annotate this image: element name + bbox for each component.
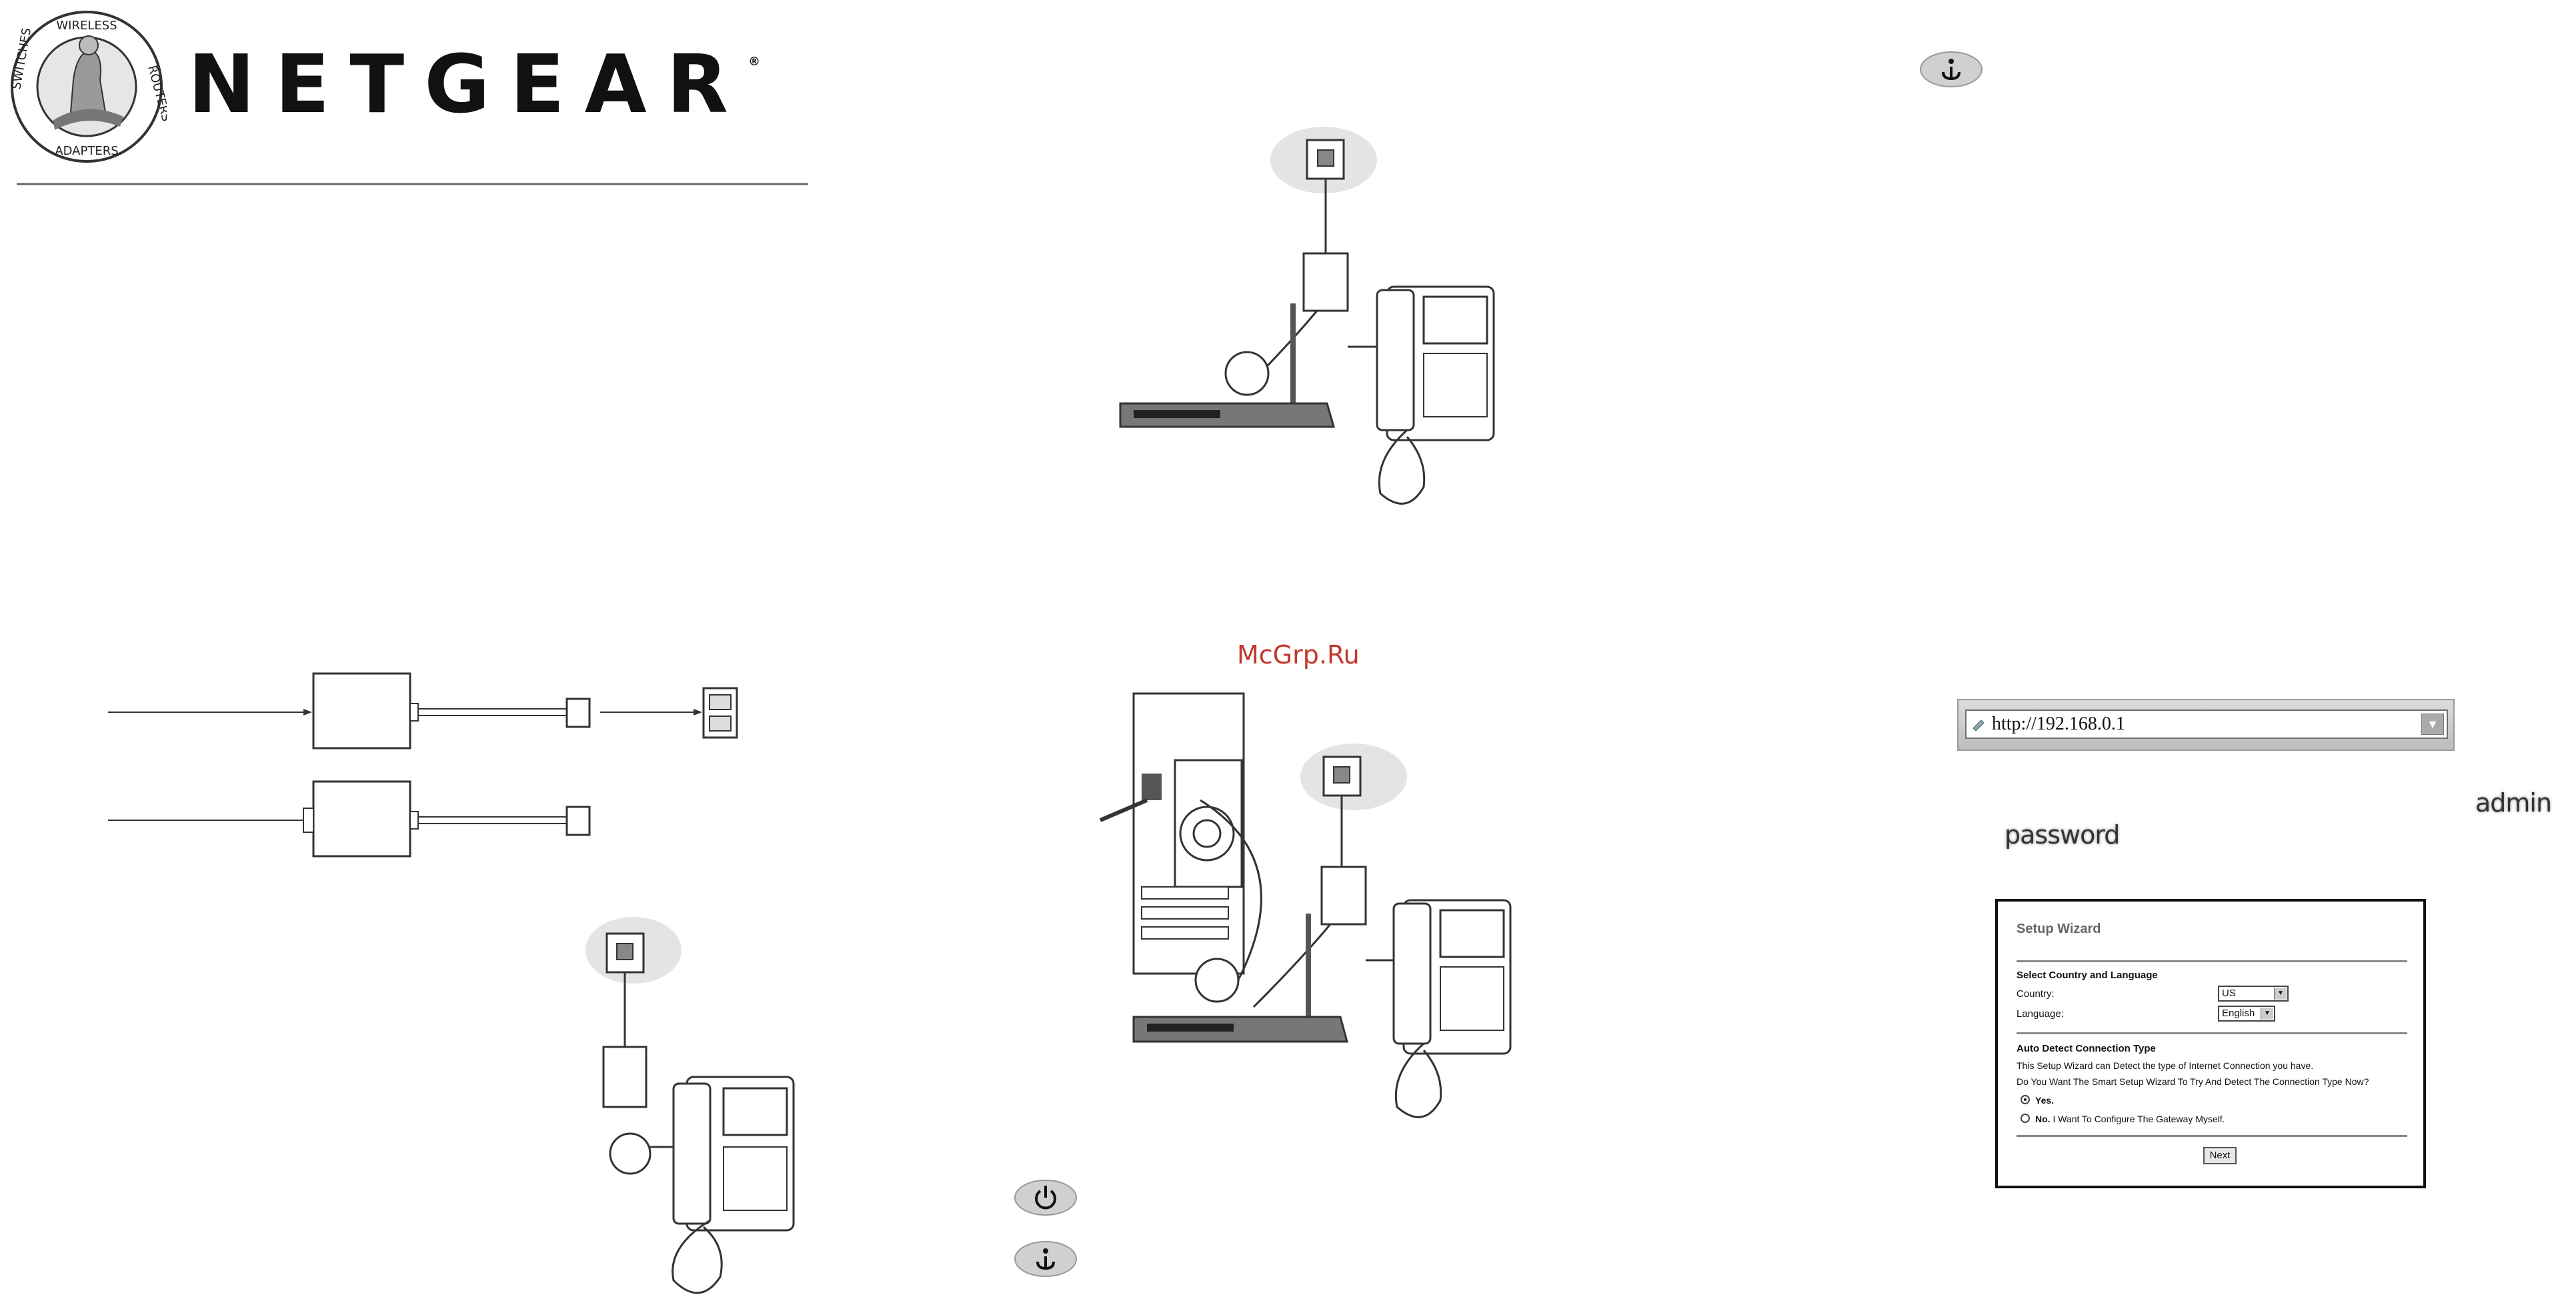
- phone-wall-jack-icon: [605, 932, 645, 974]
- page-icon: [1972, 718, 1985, 732]
- chevron-down-icon: ▼: [2274, 988, 2287, 1000]
- info-icon: [1014, 1240, 1078, 1278]
- filter-diagram-bottom: [108, 780, 591, 858]
- chevron-down-icon: ▼: [2261, 1008, 2273, 1020]
- username-text: admin: [2475, 788, 2552, 818]
- step-circle: [609, 1132, 652, 1175]
- option-no-label: No. I Want To Configure The Gateway Myse…: [2035, 1114, 2225, 1124]
- computer-router-phone-illustration: [1099, 692, 1512, 1118]
- power-icon: [1014, 1179, 1078, 1216]
- option-yes-label: Yes.: [2035, 1095, 2055, 1106]
- chevron-down-icon[interactable]: ▼: [2421, 714, 2444, 735]
- phone-filter-illustration: [585, 917, 795, 1294]
- radio-yes[interactable]: [2021, 1095, 2030, 1104]
- password-text: password: [2005, 820, 2120, 850]
- router-phone-illustration: [1119, 127, 1495, 505]
- filter-diagram-top: [108, 672, 738, 750]
- rj11-plug-icon: [565, 698, 591, 728]
- wizard-desc-1: This Setup Wizard can Detect the type of…: [2017, 1060, 2314, 1071]
- computer-tower-icon: [1099, 692, 1245, 975]
- setup-wizard-panel: Setup Wizard Select Country and Language…: [1995, 899, 2426, 1188]
- netgear-badge-logo: WIRELESS ADAPTERS SWITCHES ROUTERS: [7, 7, 173, 167]
- telephone-icon: [672, 1076, 795, 1294]
- router-icon: [1119, 303, 1335, 428]
- language-value: English: [2222, 1008, 2255, 1019]
- dsl-filter-icon: [312, 672, 411, 750]
- watermark: McGrp.Ru: [1237, 640, 1360, 670]
- brand-wordmark: NETGEAR®: [188, 39, 760, 131]
- language-select[interactable]: English ▼: [2218, 1006, 2275, 1022]
- section-country-language: Select Country and Language: [2017, 970, 2158, 981]
- country-value: US: [2222, 988, 2236, 999]
- country-label: Country:: [2017, 988, 2055, 1000]
- badge-text: WIRELESS: [56, 19, 117, 33]
- radio-no[interactable]: [2021, 1114, 2030, 1123]
- next-button[interactable]: Next: [2203, 1147, 2237, 1164]
- language-label: Language:: [2017, 1008, 2064, 1020]
- address-text: http://192.168.0.1: [1992, 714, 2125, 734]
- address-input[interactable]: http://192.168.0.1 ▼: [1965, 710, 2448, 739]
- country-select[interactable]: US ▼: [2218, 986, 2289, 1002]
- section-auto-detect: Auto Detect Connection Type: [2017, 1043, 2156, 1054]
- wizard-title: Setup Wizard: [2017, 922, 2101, 936]
- info-icon: [1919, 51, 1983, 88]
- svg-text:ADAPTERS: ADAPTERS: [55, 144, 118, 158]
- wizard-desc-2: Do You Want The Smart Setup Wizard To Tr…: [2017, 1076, 2369, 1087]
- browser-address-bar: http://192.168.0.1 ▼: [1957, 699, 2455, 751]
